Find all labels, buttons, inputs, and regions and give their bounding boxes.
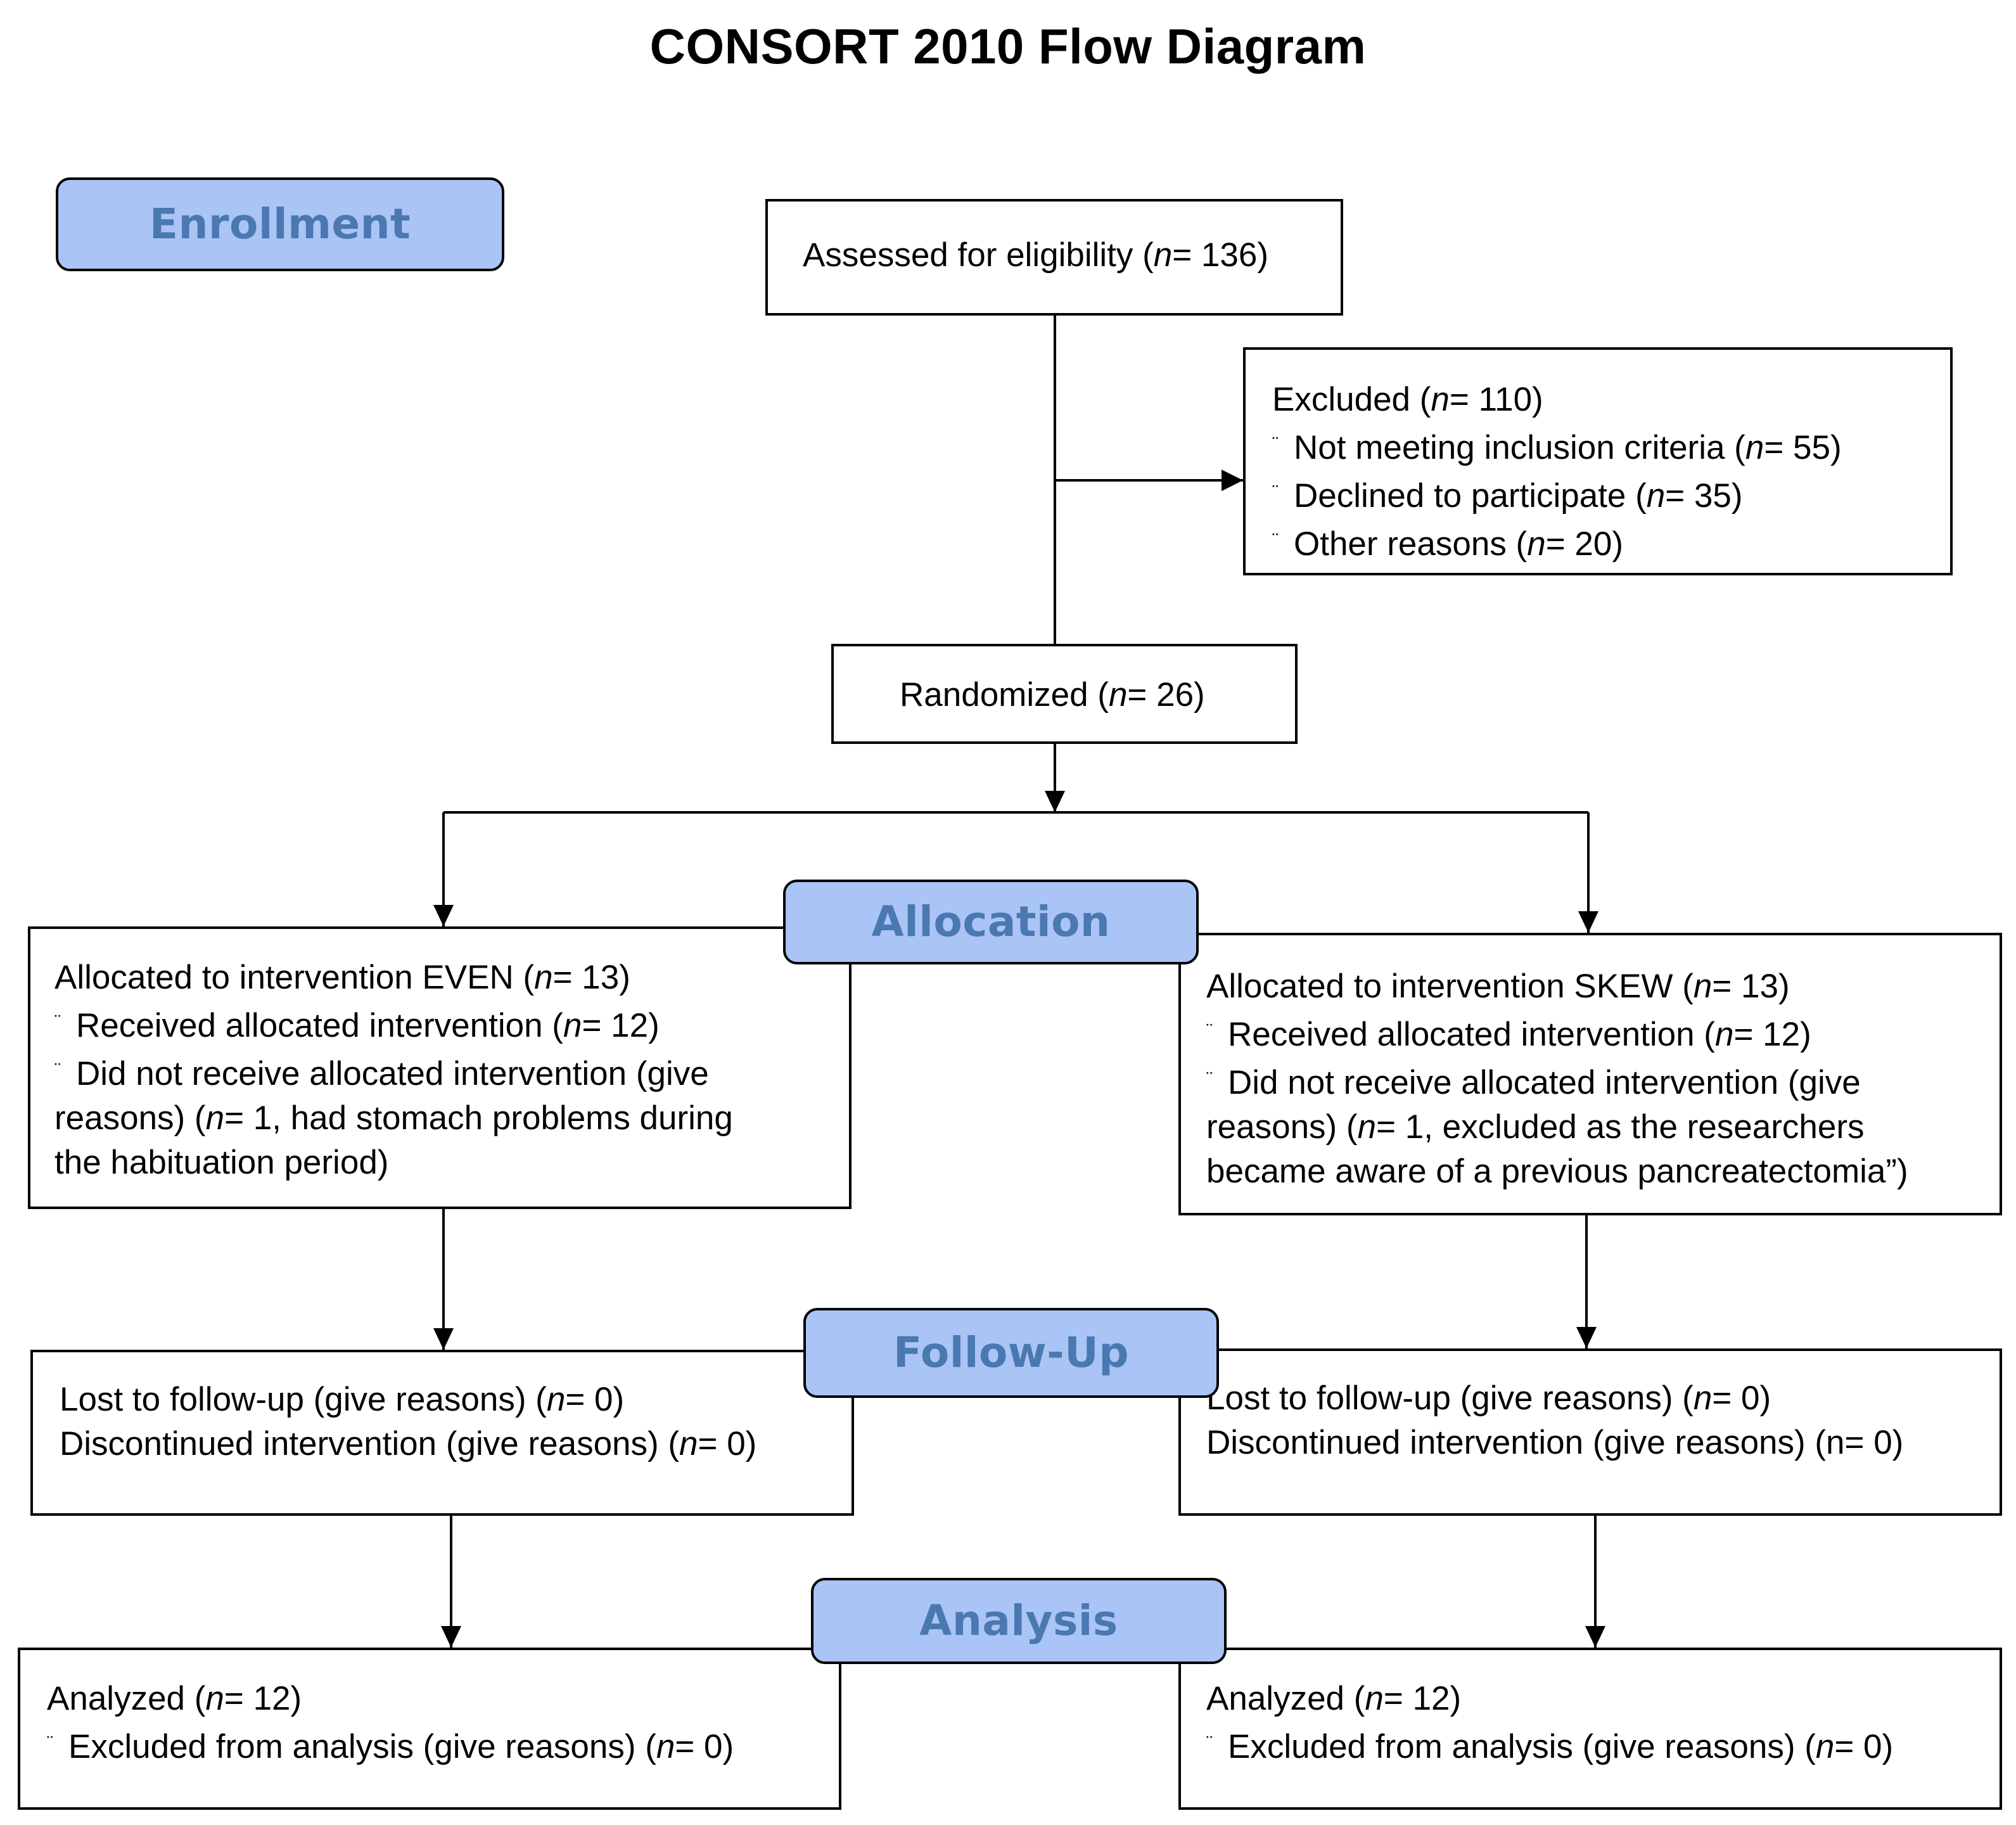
analysis-skew-excluded: ¨Excluded from analysis (give reasons) (… [1206,1728,1894,1765]
stage-allocation: Allocation [783,880,1199,964]
box-allocation-skew: Allocated to intervention SKEW (n= 13) ¨… [1178,933,2002,1215]
followup-skew-lost: Lost to follow-up (give reasons) (n= 0) [1206,1380,1771,1417]
assessed-text: Assessed for eligibility (n= 136) [803,236,1269,274]
excluded-item: ¨Other reasons (n= 20) [1272,525,1623,563]
box-allocation-even: Allocated to intervention EVEN (n= 13) ¨… [28,926,852,1209]
arrowhead [1578,911,1598,933]
allocation-skew-not-received-reason: reasons) (n= 1, excluded as the research… [1206,1108,1865,1146]
box-followup-skew: Lost to follow-up (give reasons) (n= 0) … [1178,1348,2002,1516]
arrowhead [1585,1626,1605,1648]
excluded-header: Excluded (n= 110) [1272,381,1543,418]
bullet-icon: ¨ [47,1732,53,1753]
excluded-item: ¨Not meeting inclusion criteria (n= 55) [1272,429,1842,466]
bullet-icon: ¨ [54,1060,61,1080]
analysis-even-analyzed: Analyzed (n= 12) [47,1680,302,1717]
stage-follow-up-label: Follow-Up [893,1328,1130,1377]
excluded-item: ¨Declined to participate (n= 35) [1272,477,1743,515]
allocation-skew-received: ¨Received allocated intervention (n= 12) [1206,1016,1811,1053]
stage-analysis: Analysis [811,1578,1227,1664]
box-excluded: Excluded (n= 110) ¨Not meeting inclusion… [1243,347,1953,575]
bullet-icon: ¨ [1206,1732,1213,1753]
bullet-icon: ¨ [1272,530,1279,551]
stage-analysis-label: Analysis [919,1596,1118,1645]
bullet-icon: ¨ [1272,482,1279,503]
followup-even-discontinued: Discontinued intervention (give reasons)… [60,1425,757,1463]
allocation-even-received: ¨Received allocated intervention (n= 12) [54,1007,660,1044]
followup-even-lost: Lost to follow-up (give reasons) (n= 0) [60,1381,625,1418]
allocation-skew-not-received-reason: became aware of a previous pancreatectom… [1206,1153,1908,1190]
stage-enrollment: Enrollment [56,177,504,271]
box-analysis-even: Analyzed (n= 12) ¨Excluded from analysis… [18,1648,841,1810]
stage-follow-up: Follow-Up [803,1308,1219,1398]
arrowhead [433,905,454,926]
arrowhead [1045,791,1065,812]
arrowhead [433,1328,454,1350]
allocation-skew-not-received: ¨Did not receive allocated intervention … [1206,1064,1861,1101]
diagram-title: CONSORT 2010 Flow Diagram [649,18,1367,74]
box-analysis-skew: Analyzed (n= 12) ¨Excluded from analysis… [1178,1648,2002,1810]
stage-allocation-label: Allocation [871,897,1111,946]
arrowhead [1576,1327,1597,1348]
allocation-skew-header: Allocated to intervention SKEW (n= 13) [1206,968,1790,1005]
stage-enrollment-label: Enrollment [149,200,411,248]
box-followup-even: Lost to follow-up (give reasons) (n= 0) … [30,1350,854,1516]
allocation-even-not-received: ¨Did not receive allocated intervention … [54,1055,709,1092]
box-assessed: Assessed for eligibility (n= 136) [765,199,1343,316]
bullet-icon: ¨ [1206,1020,1213,1041]
allocation-even-not-received-reason: reasons) (n= 1, had stomach problems dur… [54,1099,733,1137]
followup-skew-discontinued: Discontinued intervention (give reasons)… [1206,1424,1904,1461]
allocation-even-header: Allocated to intervention EVEN (n= 13) [54,959,630,996]
bullet-icon: ¨ [1272,433,1279,454]
analysis-even-excluded: ¨Excluded from analysis (give reasons) (… [47,1728,734,1765]
analysis-skew-analyzed: Analyzed (n= 12) [1206,1680,1462,1717]
bullet-icon: ¨ [54,1011,61,1032]
arrowhead [1222,470,1243,491]
arrowhead [441,1626,461,1648]
allocation-even-not-received-reason: the habituation period) [54,1144,389,1181]
randomized-text: Randomized (n= 26) [900,676,1205,714]
bullet-icon: ¨ [1206,1068,1213,1089]
box-randomized: Randomized (n= 26) [831,644,1298,744]
